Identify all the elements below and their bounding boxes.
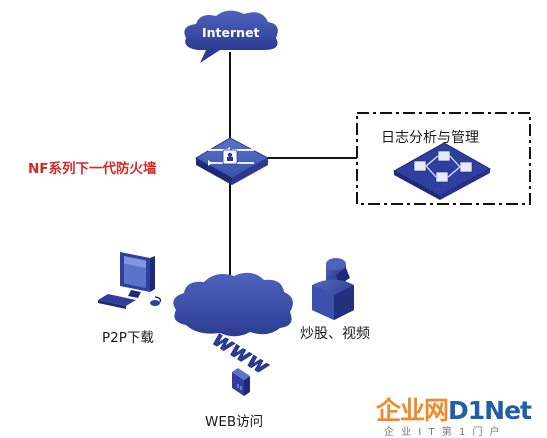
- watermark-brand: D1Net: [448, 396, 532, 425]
- stock-video-label: 炒股、视频: [300, 326, 370, 342]
- internet-cloud-icon: [184, 10, 278, 63]
- log-management-box: [356, 112, 531, 205]
- firewall-label: NF系列下一代防火墙: [28, 161, 157, 177]
- connection-lines: [229, 52, 357, 282]
- computer-icon: [98, 252, 162, 309]
- web-access-label: WEB访问: [205, 414, 264, 430]
- lan-cloud-icon: [173, 272, 293, 337]
- log-management-label: 日志分析与管理: [381, 130, 479, 146]
- log-server-icon: [392, 142, 492, 200]
- watermark-logo: 企业网D1Net: [376, 391, 532, 427]
- watermark-subtitle: 企 业 I T 第 1 门 户: [384, 427, 502, 438]
- firewall-icon: [194, 137, 270, 185]
- person-icon: [312, 258, 354, 320]
- p2p-download-label: P2P下载: [102, 330, 154, 346]
- watermark-prefix: 企业网: [376, 396, 449, 425]
- www-icon: www: [205, 327, 276, 396]
